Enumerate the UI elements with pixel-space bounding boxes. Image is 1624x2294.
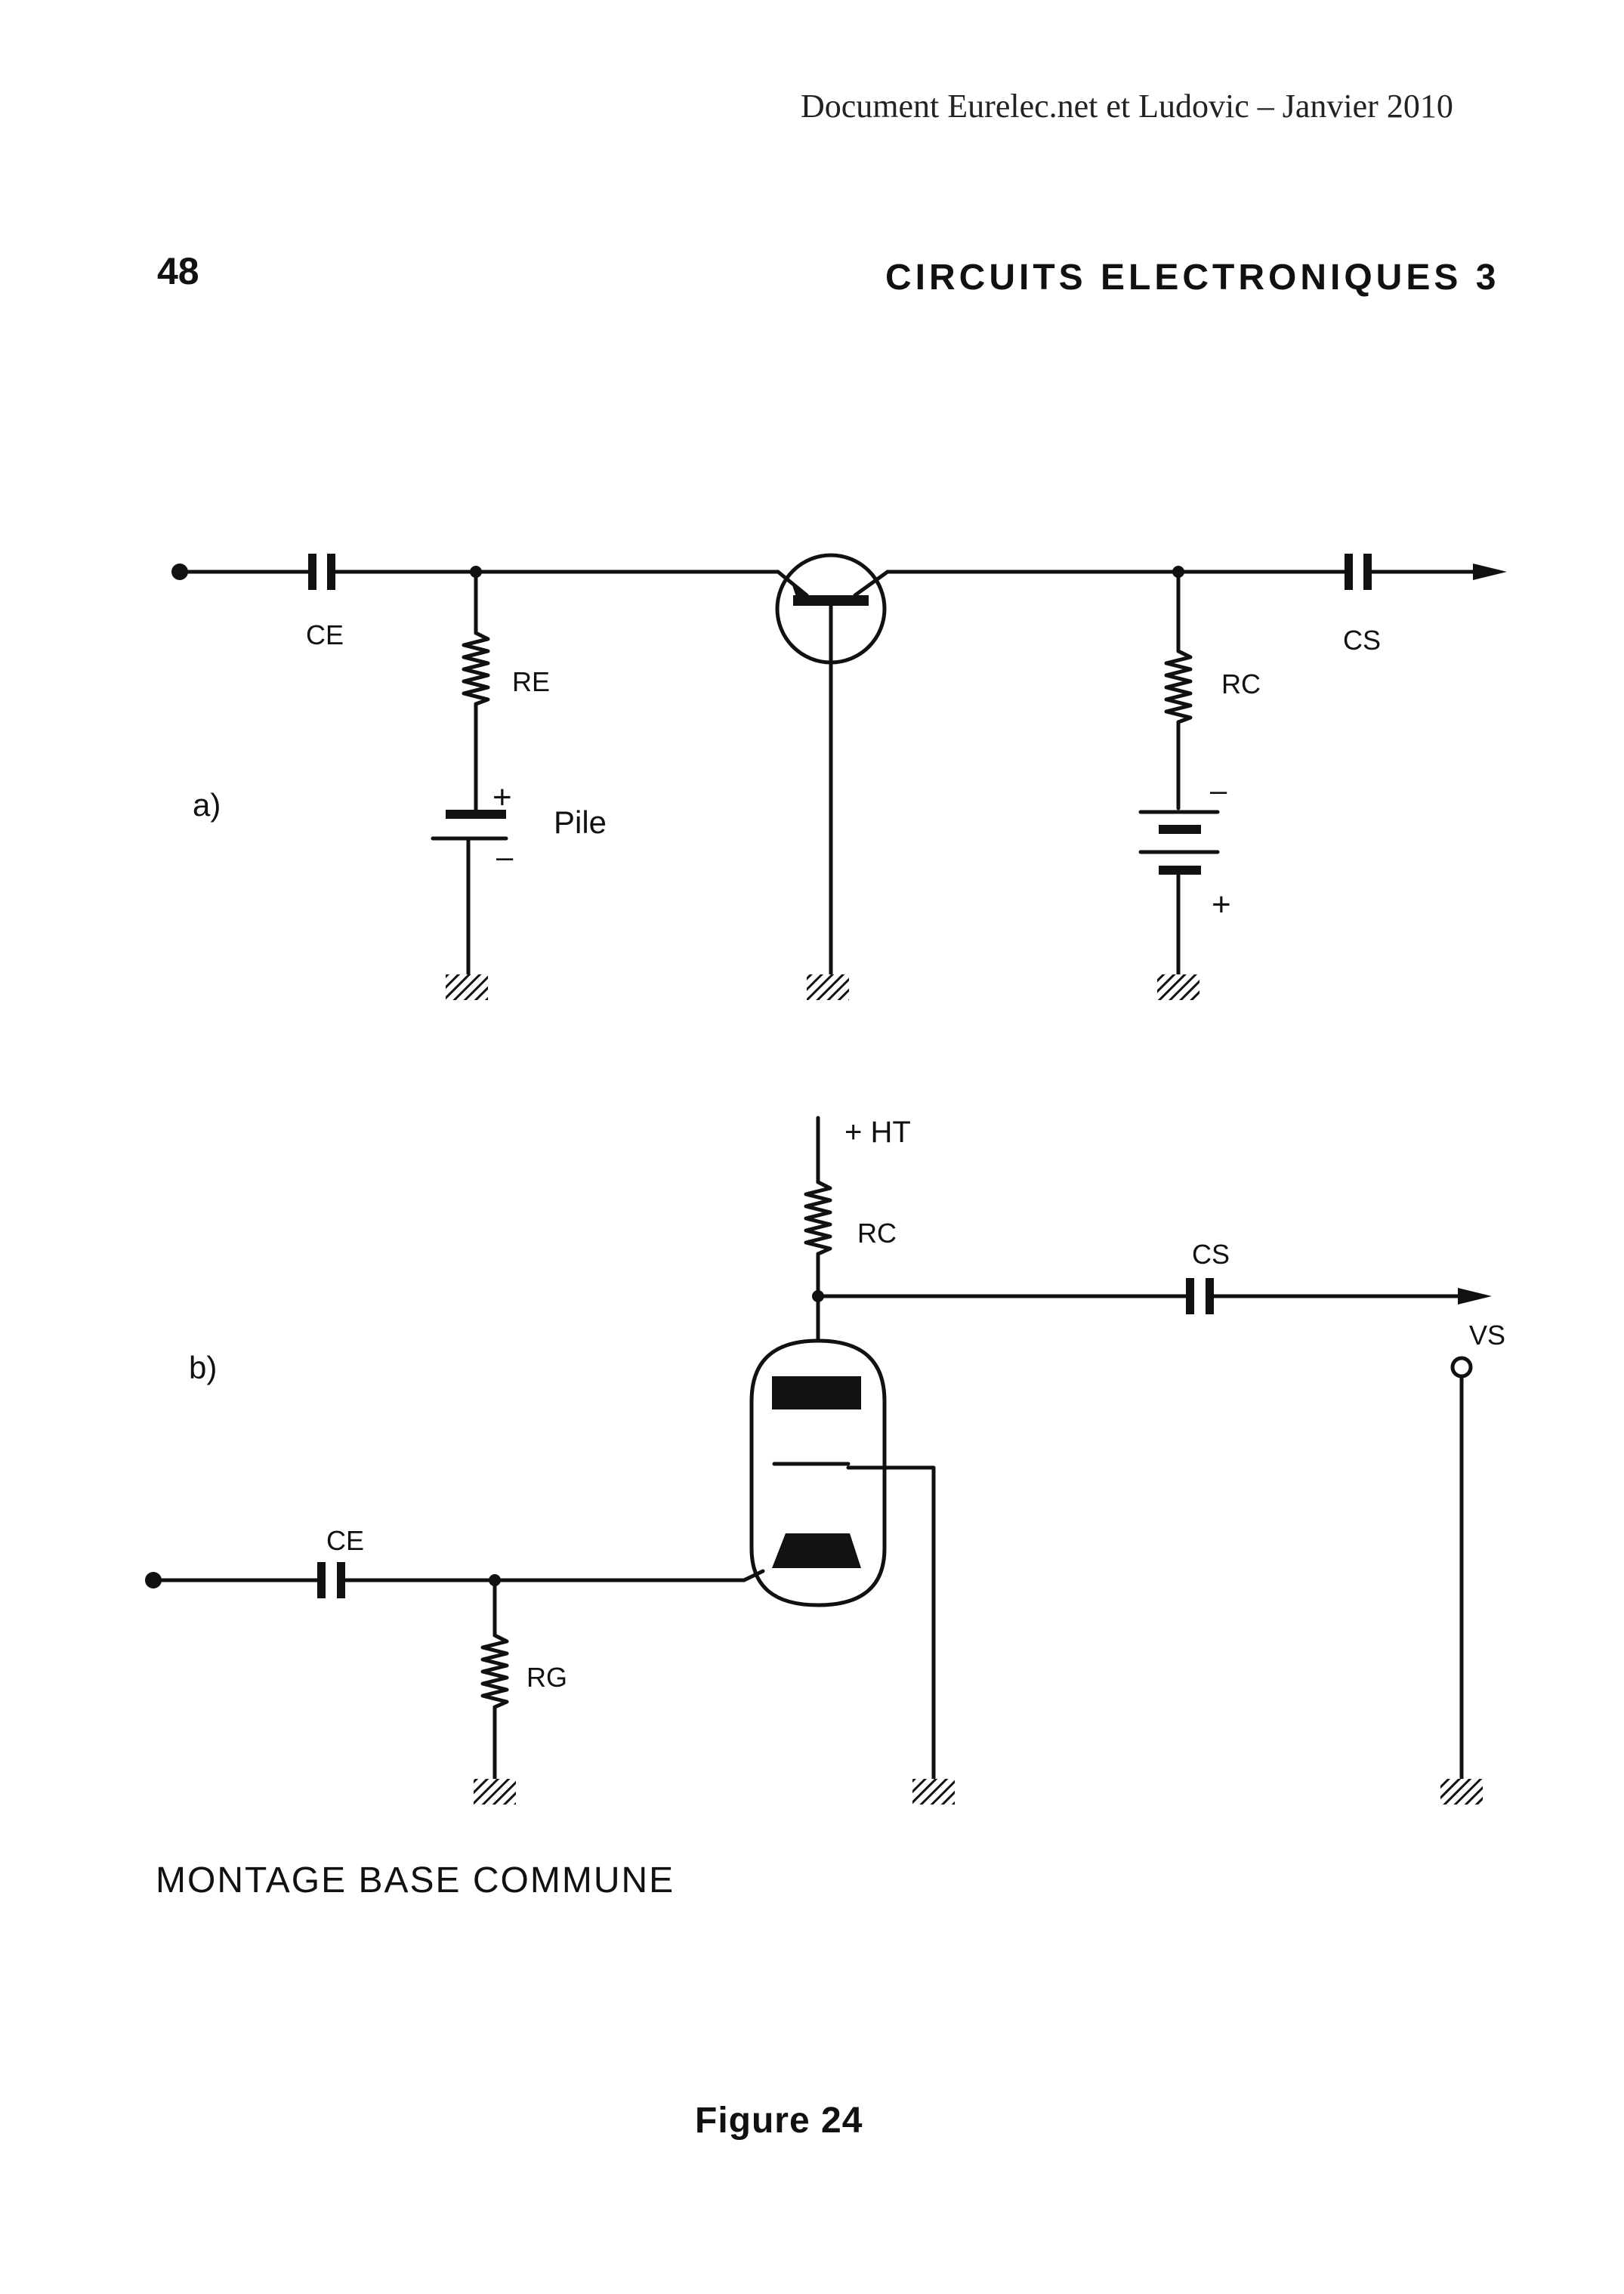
transistor-symbol xyxy=(775,553,890,667)
figure-number: Figure 24 xyxy=(695,2101,863,2141)
label-ce-a: CE xyxy=(306,619,344,650)
page-number: 48 xyxy=(157,250,199,292)
output-arrow-b xyxy=(1458,1288,1492,1304)
figure-caption: MONTAGE BASE COMMUNE xyxy=(156,1860,675,1900)
label-bat-plus: + xyxy=(1212,886,1231,923)
capacitor-cs-b xyxy=(1186,1278,1214,1314)
resistor-rc-b xyxy=(804,1180,832,1256)
label-bat-minus: – xyxy=(1210,774,1227,807)
vacuum-tube-envelope xyxy=(749,1338,887,1607)
panel-label-b: b) xyxy=(189,1350,217,1385)
label-pile-minus: – xyxy=(496,841,514,874)
label-rc-b: RC xyxy=(857,1218,897,1249)
diagram-a-transistor-common-base: CE RE + – Pile a) RC CS – + xyxy=(171,553,1507,1000)
capacitor-ce-b xyxy=(317,1562,345,1598)
ground-a-center xyxy=(807,974,849,1000)
diagram-b-tube-common-grid: + HT RC CS VS b) CE RG xyxy=(145,1116,1505,1805)
resistor-rc-a xyxy=(1164,649,1193,724)
capacitor-ce-a xyxy=(308,554,335,590)
vs-terminal xyxy=(1450,1356,1473,1379)
label-re: RE xyxy=(512,666,550,697)
resistor-re xyxy=(462,631,490,706)
tube-cathode xyxy=(772,1533,861,1568)
ground-b-rg xyxy=(474,1779,516,1805)
capacitor-cs-a xyxy=(1345,554,1372,590)
ground-a-left xyxy=(446,974,488,1000)
page-title: CIRCUITS ELECTRONIQUES 3 xyxy=(885,258,1500,298)
ground-a-right xyxy=(1157,974,1199,1000)
document-header: Document Eurelec.net et Ludovic – Janvie… xyxy=(801,88,1453,125)
label-vs: VS xyxy=(1469,1320,1505,1351)
label-pile-plus: + xyxy=(492,779,512,816)
battery-rc xyxy=(1138,810,1220,875)
label-cs-b: CS xyxy=(1192,1239,1230,1270)
label-rg: RG xyxy=(526,1662,567,1693)
ground-b-grid xyxy=(912,1779,955,1805)
label-cs-a: CS xyxy=(1343,625,1381,656)
label-pile: Pile xyxy=(554,804,607,840)
tube-plate xyxy=(772,1376,861,1409)
ground-b-vs xyxy=(1440,1779,1483,1805)
label-rc-a: RC xyxy=(1221,668,1261,699)
resistor-rg xyxy=(480,1633,509,1709)
label-ht: + HT xyxy=(844,1116,911,1149)
output-arrow-a xyxy=(1473,563,1507,580)
panel-label-a: a) xyxy=(193,787,221,823)
label-ce-b: CE xyxy=(326,1525,364,1556)
